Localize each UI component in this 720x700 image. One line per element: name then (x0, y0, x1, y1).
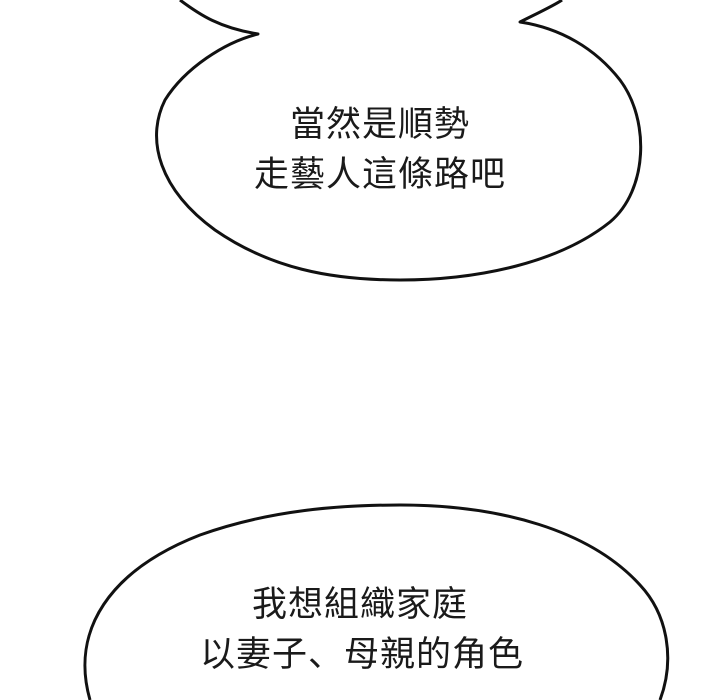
speech-line: 我想組織家庭 (251, 585, 468, 625)
speech-bubble-bottom-text: 我想組織家庭 以妻子、母親的角色 (200, 580, 525, 680)
speech-bubble-top-text: 當然是順勢 走藝人這條路吧 (240, 100, 520, 200)
speech-line: 當然是順勢 (289, 105, 470, 145)
speech-line: 走藝人這條路吧 (253, 155, 506, 195)
speech-bubble-top (155, 0, 643, 282)
speech-line: 以妻子、母親的角色 (200, 635, 525, 675)
speech-bubble-bottom (83, 503, 670, 700)
